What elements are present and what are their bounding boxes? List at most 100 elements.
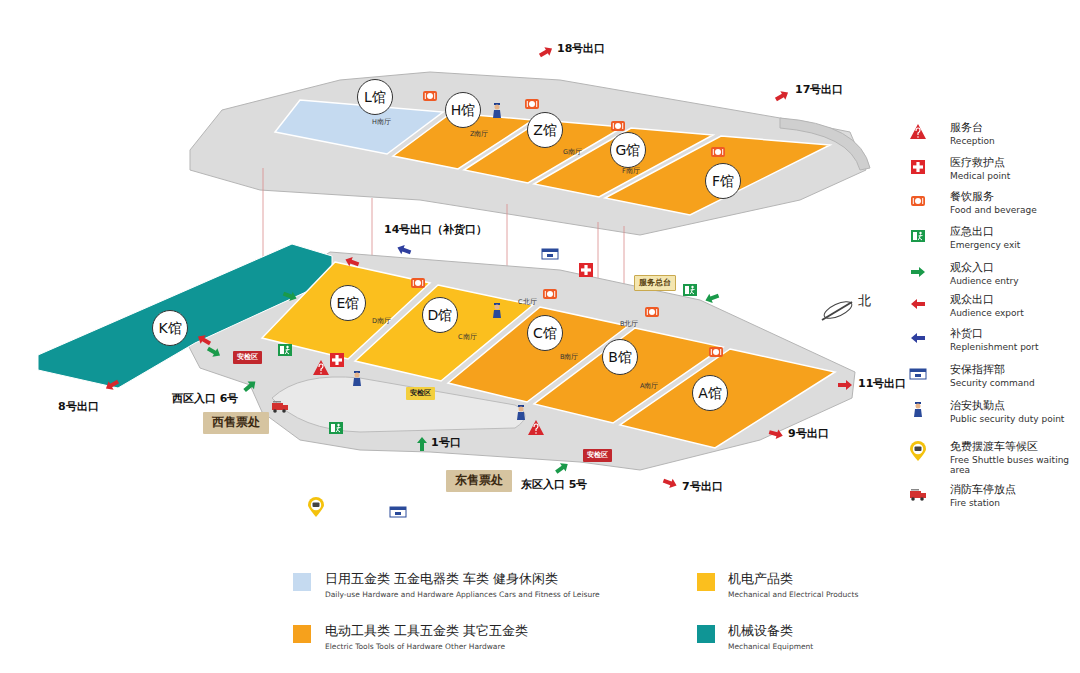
ticket-office: 西售票处	[203, 412, 269, 434]
shuttle-icon	[308, 497, 324, 517]
exit-label: 1号口	[431, 437, 461, 450]
legend-swatch	[293, 573, 311, 591]
legend-caption: Audience export	[950, 308, 1075, 318]
legend-caption: Free Shuttle buses waiting area	[950, 455, 1075, 476]
compass	[822, 298, 854, 322]
node-text: H馆	[451, 102, 476, 118]
legend-caption: Food and beverage	[950, 205, 1075, 215]
hall-marker: H馆	[445, 92, 481, 128]
node-text: 服务总台	[639, 278, 671, 287]
legend-text: 服务台	[950, 122, 983, 135]
food-icon	[709, 347, 723, 357]
police-icon	[517, 405, 525, 420]
legend-text: 机电产品类	[728, 572, 793, 587]
legend-text: 电动工具类 工具五金类 其它五金类	[325, 624, 528, 639]
hall-lobby-label: B南厅	[560, 354, 578, 361]
food-icon	[423, 91, 437, 101]
node-text: G馆	[616, 142, 641, 158]
node-text: 东售票处	[455, 474, 503, 488]
service-desk-sign: 服务总台	[634, 275, 676, 291]
legend-caption: Mechanical and Electrical Products	[728, 591, 858, 600]
legend-caption: Audience entry	[950, 276, 1075, 286]
hall-marker: B馆	[602, 339, 638, 375]
hall-marker: C馆	[527, 315, 563, 351]
exit-label: 18号出口	[557, 43, 605, 56]
legend-text: 观众出口	[950, 294, 994, 307]
exit-arrow	[662, 476, 679, 490]
legend-caption: Replenishment port	[950, 342, 1075, 352]
legend-caption: Daily-use Hardware and Hardware Applianc…	[325, 591, 600, 600]
ticket-office: 东售票处	[446, 470, 512, 492]
hall-lobby-label: A南厅	[640, 383, 658, 390]
legend-icon	[911, 299, 925, 309]
legend-text: 免费摆渡车等候区	[950, 441, 1038, 454]
reception-icon	[528, 420, 544, 435]
node-text: 安检区	[587, 451, 608, 459]
food-icon	[611, 121, 625, 131]
hall-marker: A馆	[692, 375, 728, 411]
entry-arrow	[417, 437, 427, 451]
legend-text: 日用五金类 五金电器类 车类 健身休闲类	[325, 572, 558, 587]
police-icon	[493, 303, 501, 318]
legend-swatch	[697, 573, 715, 591]
medical-icon	[579, 263, 593, 277]
hall-lobby-label: Z南厅	[470, 131, 488, 138]
food-icon	[543, 289, 557, 299]
hall-lobby-label: B北厅	[620, 321, 638, 328]
food-icon	[711, 147, 725, 157]
legend-caption: Electric Tools Tools of Hardware Other H…	[325, 643, 505, 652]
compass-label: 北	[858, 294, 871, 309]
node-text: L馆	[364, 89, 386, 105]
exit-label: 西区入口 6号	[172, 393, 238, 406]
hall-area	[620, 349, 835, 448]
legend-caption: Public security duty point	[950, 414, 1075, 424]
hall-marker: K馆	[152, 310, 188, 346]
police-icon	[353, 371, 361, 386]
exit-arrow	[344, 255, 361, 269]
exit-label: 东区入口 5号	[521, 479, 587, 492]
food-icon	[411, 278, 425, 288]
legend-icon	[910, 369, 926, 379]
police-icon	[493, 103, 501, 118]
node-text: Z馆	[533, 122, 557, 138]
legend-text: 机械设备类	[728, 624, 793, 639]
security-command-icon	[390, 507, 406, 517]
node-text: D馆	[428, 307, 453, 323]
legend-caption: Fire station	[950, 498, 1075, 508]
legend-text: 消防车停放点	[950, 484, 1016, 497]
node-text: B馆	[608, 349, 632, 365]
legend-icon	[914, 402, 922, 417]
hall-marker: D馆	[422, 297, 458, 333]
legend-caption: Reception	[950, 136, 1075, 146]
security-check-sign: 安检区	[406, 387, 435, 400]
legend-icon	[911, 230, 925, 242]
emergency-exit-icon	[683, 284, 697, 296]
hall-lobby-label: D南厅	[372, 318, 391, 325]
legend-icon	[911, 267, 925, 277]
exit-label: 17号出口	[795, 84, 843, 97]
security-check-sign: 安检区	[233, 351, 262, 364]
compass-needle	[822, 302, 852, 320]
hall-marker: L馆	[357, 79, 393, 115]
exit-label: 8号出口	[58, 401, 99, 414]
legend-caption: Emergency exit	[950, 240, 1075, 250]
legend-text: 餐饮服务	[950, 191, 994, 204]
node-text: A馆	[698, 385, 722, 401]
legend-icon	[911, 196, 925, 206]
entry-arrow	[704, 291, 721, 305]
exit-label: 7号出口	[682, 481, 723, 494]
legend-icon	[910, 441, 926, 461]
node-text: 安检区	[237, 353, 258, 361]
legend-text: 补货口	[950, 328, 983, 341]
legend-text: 观众入口	[950, 262, 994, 275]
reception-icon	[313, 360, 329, 375]
food-icon	[645, 307, 659, 317]
legend-icon	[911, 160, 925, 174]
exit-arrow	[537, 44, 554, 60]
legend-swatch	[293, 625, 311, 643]
exit-arrow	[838, 380, 852, 390]
fire-truck-icon	[272, 401, 288, 413]
legend-icon	[910, 124, 926, 139]
legend-text: 安保指挥部	[950, 364, 1005, 377]
